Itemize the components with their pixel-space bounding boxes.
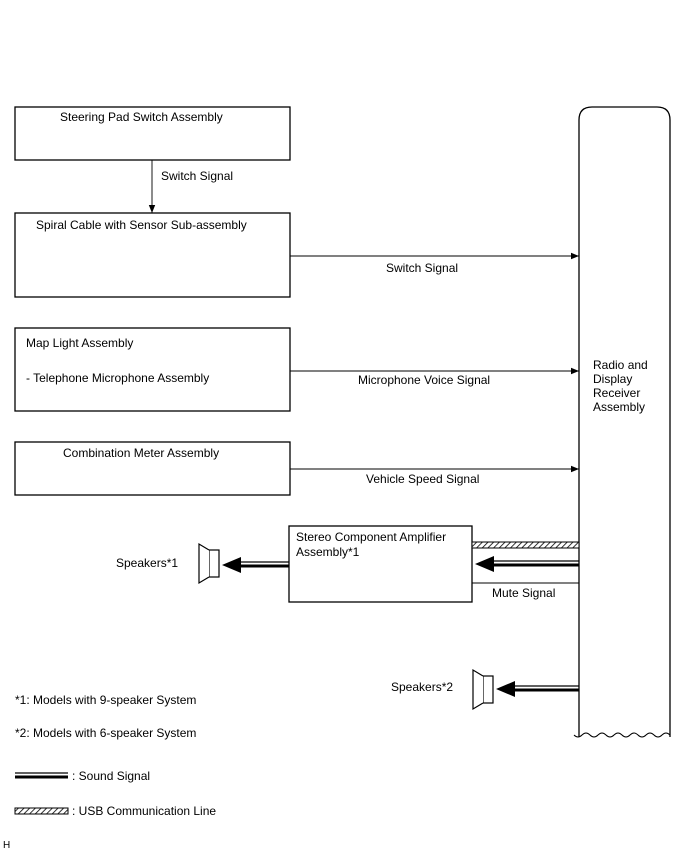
footer-code: H [3,840,10,851]
spiral-cable-label: Spiral Cable with Sensor Sub-assembly [36,218,247,232]
amplifier-label-line1: Stereo Component Amplifier [296,530,446,544]
radio-label-line2: Display [593,372,632,386]
radio-label-line4: Assembly [593,400,645,414]
sound-signal-amp-to-speakers1 [222,557,289,573]
amplifier-label-line2: Assembly*1 [296,545,360,559]
stereo-amplifier-box: Stereo Component Amplifier Assembly*1 [288,525,473,603]
usb-communication-line [471,541,580,549]
speaker-1-icon [198,542,220,585]
radio-box-break-line [573,732,671,738]
steering-pad-switch-box: Steering Pad Switch Assembly [14,106,291,161]
note-6-speaker: *2: Models with 6-speaker System [15,726,196,740]
speakers-1-label: Speakers*1 [116,556,178,570]
map-light-box: Map Light Assembly - Telephone Microphon… [14,327,291,412]
combination-meter-box: Combination Meter Assembly [14,441,291,496]
radio-display-receiver-box: Radio and Display Receiver Assembly [573,106,671,738]
switch-signal-label-2: Switch Signal [386,261,458,275]
speaker-2-icon [472,668,494,711]
legend-usb-label: : USB Communication Line [72,804,216,818]
legend-usb-symbol [14,807,69,815]
radio-label-line1: Radio and [593,358,648,372]
spiral-cable-box: Spiral Cable with Sensor Sub-assembly [14,212,291,298]
map-light-label: Map Light Assembly [26,336,133,350]
radio-label-line3: Receiver [593,386,640,400]
speakers-2-label: Speakers*2 [391,680,453,694]
legend-sound-signal-symbol [15,772,68,779]
note-9-speaker: *1: Models with 9-speaker System [15,693,196,707]
telephone-microphone-label: - Telephone Microphone Assembly [26,371,209,385]
switch-signal-label-1: Switch Signal [161,169,233,183]
steering-pad-label: Steering Pad Switch Assembly [60,110,223,124]
legend-sound-signal-label: : Sound Signal [72,769,150,783]
combination-meter-label: Combination Meter Assembly [63,446,219,460]
microphone-voice-label: Microphone Voice Signal [358,373,490,387]
sound-signal-radio-to-amp [475,556,579,572]
mute-signal-label: Mute Signal [492,586,555,600]
vehicle-speed-label: Vehicle Speed Signal [366,472,479,486]
sound-signal-radio-to-speakers2 [496,681,579,697]
